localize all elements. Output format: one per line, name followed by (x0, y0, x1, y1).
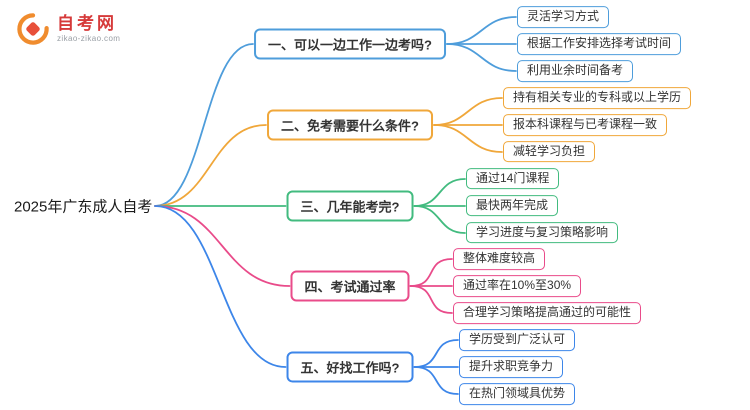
connector-line (433, 97, 503, 126)
child-node: 最快两年完成 (466, 194, 559, 217)
child-node: 学历受到广泛认可 (459, 329, 576, 352)
child-node: 报本科课程与已考课程一致 (503, 113, 668, 136)
child-node: 通过14门课程 (466, 167, 560, 190)
branch-node: 四、考试通过率 (290, 270, 410, 302)
branch-node: 一、可以一边工作一边考吗? (254, 28, 446, 60)
child-node: 合理学习策略提高通过的可能性 (453, 302, 642, 325)
child-node: 灵活学习方式 (517, 6, 610, 28)
connector-line (154, 205, 287, 368)
zikao-logo-icon (16, 12, 50, 46)
connector-line (154, 43, 254, 207)
connector-line (154, 205, 291, 287)
logo-title: 自考网 (57, 14, 117, 33)
child-node: 整体难度较高 (453, 248, 546, 271)
zikao-logo[interactable]: 自考网 zikao-zikao.com (16, 12, 120, 46)
child-node: 利用业余时间备考 (517, 59, 634, 82)
child-node: 通过率在10%至30% (453, 275, 582, 298)
child-node: 提升求职竞争力 (459, 356, 564, 379)
root-topic: 2025年广东成人自考 (14, 198, 153, 216)
child-node: 在热门领域具优势 (459, 383, 576, 406)
branch-node: 三、几年能考完? (286, 190, 414, 222)
connector-line (413, 339, 459, 368)
connector-line (446, 43, 517, 72)
connector-line (409, 258, 453, 287)
branch-node: 二、免考需要什么条件? (267, 109, 433, 141)
connector-line (446, 16, 517, 45)
branch-node: 五、好找工作吗? (286, 351, 414, 383)
logo-subtitle: zikao-zikao.com (57, 34, 121, 43)
child-node: 学习进度与复习策略影响 (466, 221, 619, 244)
child-node: 持有相关专业的专科或以上学历 (503, 86, 692, 109)
child-node: 减轻学习负担 (503, 140, 596, 163)
connector-line (409, 285, 453, 314)
connector-line (154, 124, 267, 207)
child-node: 根据工作安排选择考试时间 (517, 33, 682, 55)
connector-line (413, 205, 466, 234)
connector-line (433, 124, 503, 153)
connector-line (413, 178, 466, 207)
connector-line (413, 366, 459, 395)
